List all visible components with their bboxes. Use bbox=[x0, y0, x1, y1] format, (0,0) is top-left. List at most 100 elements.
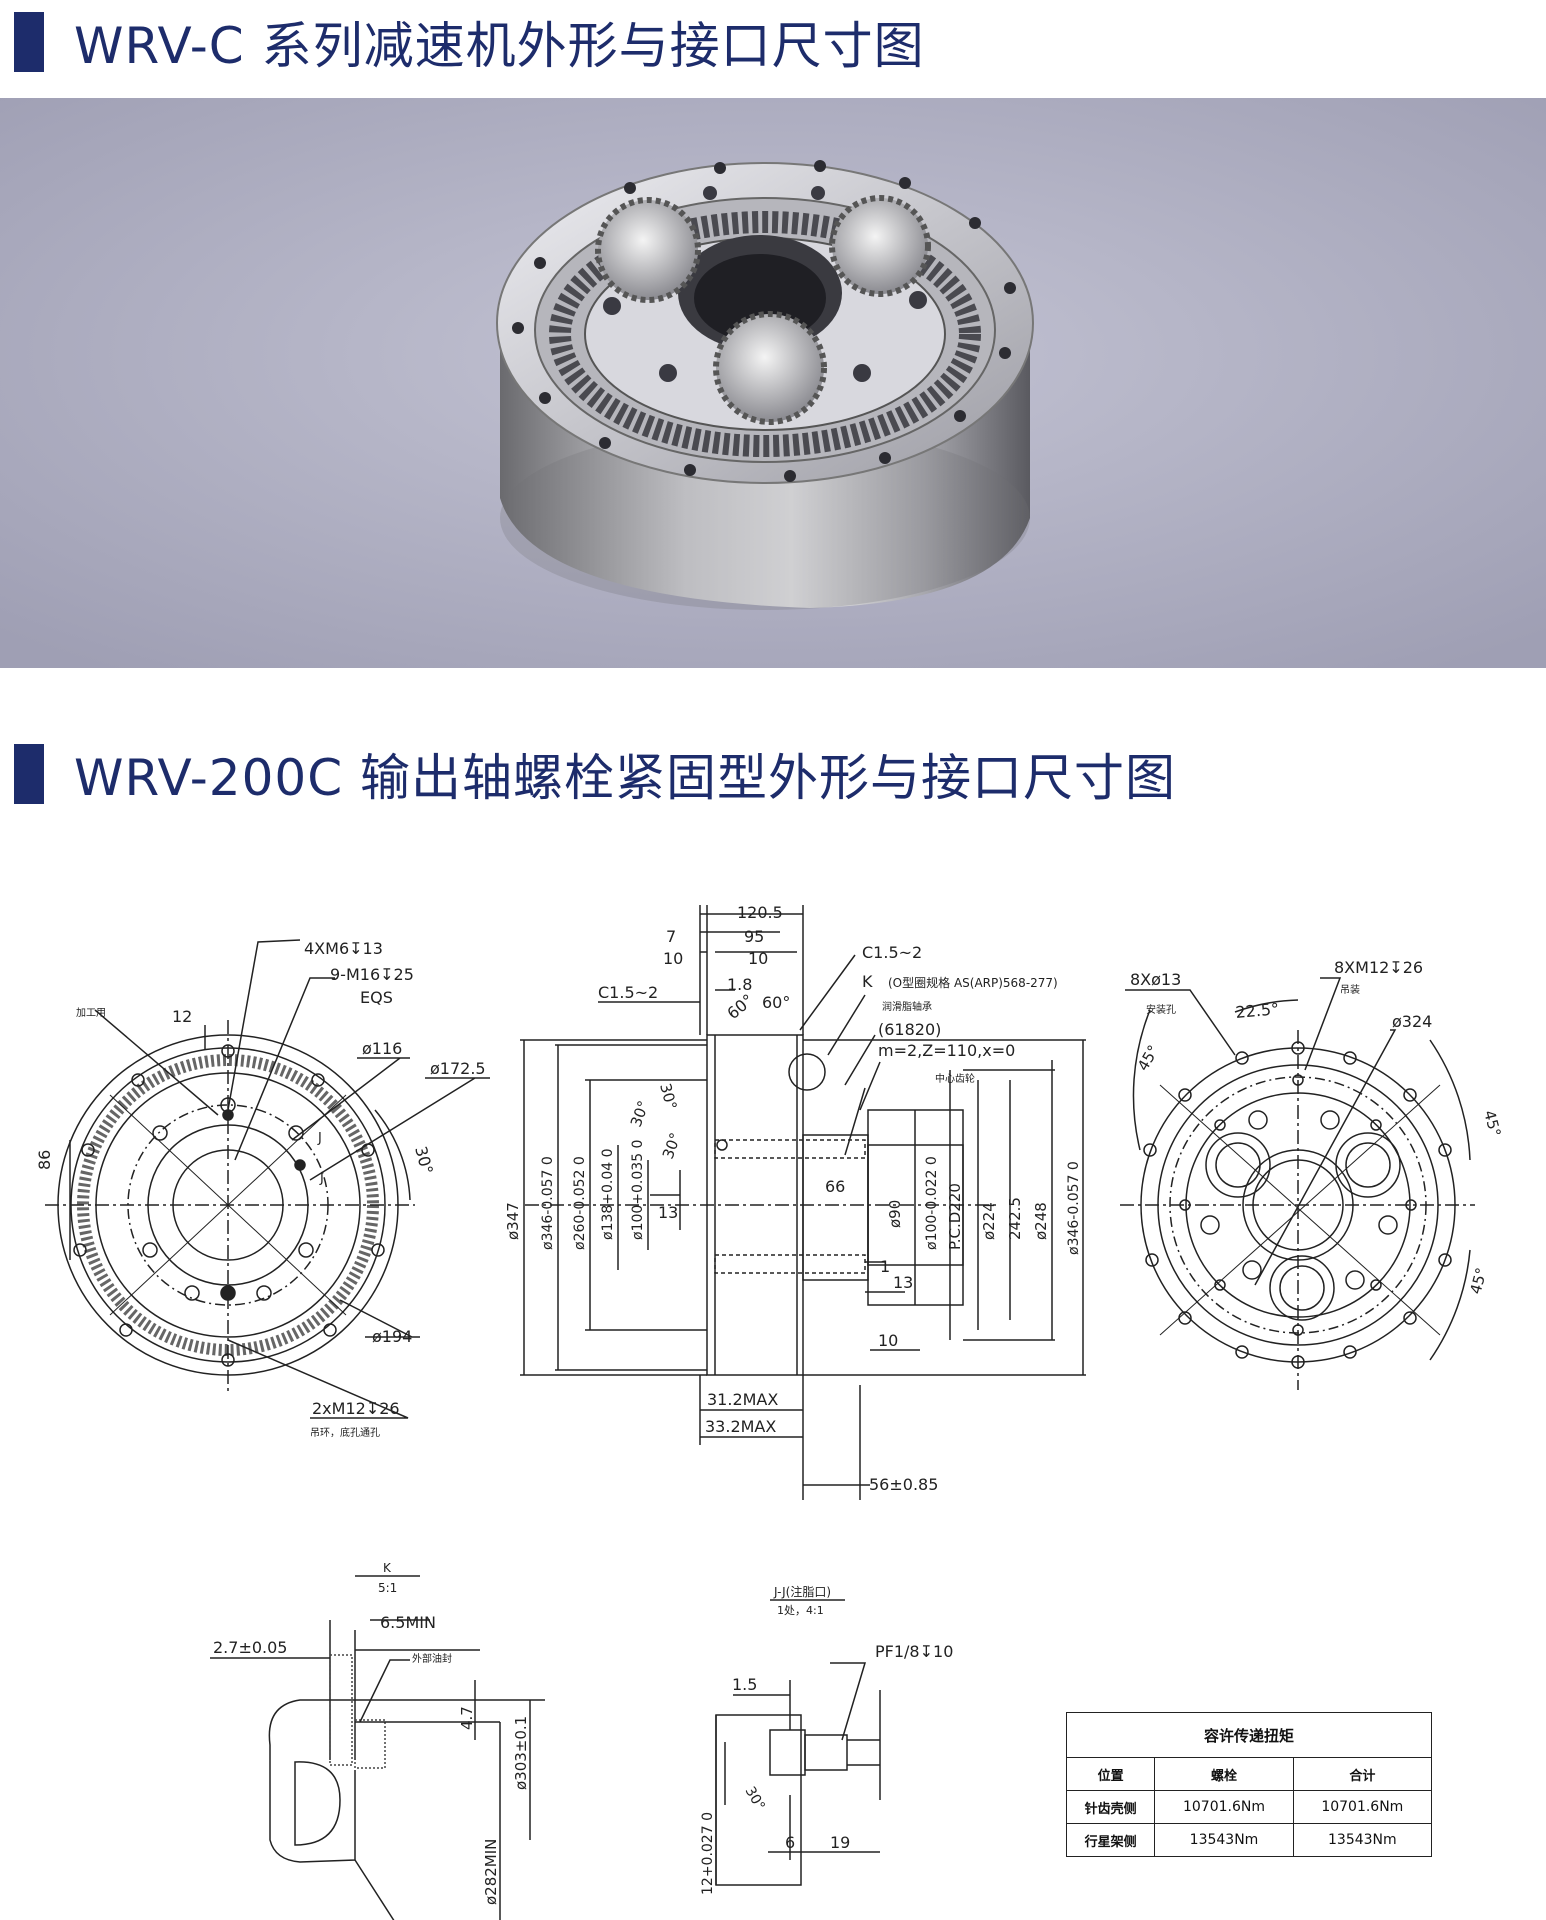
table-cell: 10701.6Nm bbox=[1292, 1790, 1433, 1824]
label: 5:1 bbox=[378, 1581, 397, 1595]
label: C1.5~2 bbox=[862, 943, 922, 962]
label: 60° bbox=[762, 993, 790, 1012]
label: J bbox=[319, 1171, 324, 1186]
table-caption: 容许传递扭矩 bbox=[1066, 1712, 1432, 1758]
label: ø138+0.04 0 bbox=[600, 1148, 616, 1240]
label: K bbox=[383, 1561, 392, 1575]
torque-table: 容许传递扭矩 位置 螺栓 合计 针齿壳侧 10701.6Nm 10701.6Nm… bbox=[1065, 1712, 1433, 1857]
section-title-2-text: WRV-200C 输出轴螺栓紧固型外形与接口尺寸图 bbox=[74, 749, 1177, 807]
label: ø282MIN bbox=[482, 1839, 500, 1905]
title-bar-accent bbox=[14, 744, 44, 804]
label: 120.5 bbox=[737, 903, 783, 922]
label: 2.7±0.05 bbox=[213, 1638, 287, 1657]
section-title-1-text: WRV-C 系列减速机外形与接口尺寸图 bbox=[74, 17, 925, 75]
label: 10 bbox=[878, 1331, 898, 1350]
section-title-2: WRV-200C 输出轴螺栓紧固型外形与接口尺寸图 bbox=[14, 744, 1176, 807]
label: ø224 bbox=[980, 1202, 998, 1240]
label: 86 bbox=[35, 1150, 54, 1170]
label: 33.2MAX bbox=[705, 1417, 776, 1436]
label: ø194 bbox=[372, 1327, 412, 1346]
label: P.C.D220 bbox=[946, 1183, 964, 1250]
label: 6.5MIN bbox=[380, 1613, 436, 1632]
table-cell: 10701.6Nm bbox=[1154, 1790, 1294, 1824]
label: 吊装 bbox=[1340, 983, 1360, 996]
label: 外部油封 bbox=[412, 1652, 452, 1665]
label: 31.2MAX bbox=[707, 1390, 778, 1409]
label: ø303±0.1 bbox=[512, 1716, 530, 1790]
label: 1 bbox=[880, 1257, 890, 1276]
label: 4XM6↧13 bbox=[304, 939, 383, 958]
table-cell: 13543Nm bbox=[1154, 1823, 1294, 1857]
title-bar-accent bbox=[14, 12, 44, 72]
label: 13 bbox=[893, 1273, 913, 1292]
label: 10 bbox=[748, 949, 768, 968]
label: (61820) bbox=[878, 1020, 941, 1039]
label: ø346-0.057 0 bbox=[1066, 1161, 1082, 1255]
label: 242.5 bbox=[1006, 1197, 1024, 1240]
label: ø172.5 bbox=[430, 1059, 486, 1078]
dimension-drawing: 4XM6↧13 9-M16↧25 EQS 加工用 12 ø116 ø172.5 … bbox=[35, 903, 1504, 1920]
table-header-cell: 位置 bbox=[1065, 1757, 1156, 1791]
label: 30° bbox=[659, 1130, 685, 1161]
label: ø324 bbox=[1392, 1012, 1432, 1031]
table-header-cell: 螺栓 bbox=[1154, 1757, 1294, 1791]
label: 1.8 bbox=[727, 975, 752, 994]
label: 12+0.027 0 bbox=[700, 1812, 716, 1895]
label: 8Xø13 bbox=[1130, 970, 1181, 989]
label: ø260-0.052 0 bbox=[572, 1156, 588, 1250]
table-row: 针齿壳侧 10701.6Nm 10701.6Nm bbox=[1065, 1790, 1433, 1824]
label: (O型圈规格 AS(ARP)568-277) bbox=[888, 975, 1058, 990]
detail-j-view bbox=[715, 1599, 881, 1886]
label: 45° bbox=[1466, 1266, 1490, 1296]
table-header-row: 位置 螺栓 合计 bbox=[1065, 1757, 1433, 1791]
label: 56±0.85 bbox=[869, 1475, 938, 1494]
table-caption-row: 容许传递扭矩 bbox=[1066, 1712, 1432, 1758]
label: 1处，4:1 bbox=[777, 1604, 824, 1617]
table-row: 行星架侧 13543Nm 13543Nm bbox=[1065, 1823, 1433, 1857]
label: 7 bbox=[666, 927, 676, 946]
label: ø347 bbox=[504, 1202, 522, 1240]
label: 6 bbox=[785, 1833, 795, 1852]
label: 30° bbox=[627, 1098, 653, 1129]
label: 45° bbox=[1480, 1108, 1504, 1138]
label: 95 bbox=[744, 927, 764, 946]
label: ø346-0.057 0 bbox=[540, 1156, 556, 1250]
label: ø90 bbox=[886, 1200, 904, 1228]
label: EQS bbox=[360, 988, 393, 1007]
label: 30° bbox=[742, 1784, 768, 1814]
label: 30° bbox=[656, 1081, 680, 1111]
label: PF1/8↧10 bbox=[875, 1642, 953, 1661]
label: 中心齿轮 bbox=[935, 1072, 975, 1085]
label: 安装孔 bbox=[1146, 1003, 1176, 1016]
label: ø100+0.035 0 bbox=[630, 1140, 646, 1240]
label: J bbox=[317, 1131, 322, 1146]
label: 加工用 bbox=[76, 1007, 106, 1019]
label: m=2,Z=110,x=0 bbox=[878, 1041, 1015, 1060]
reducer-product-photo bbox=[0, 98, 1546, 668]
label: 9-M16↧25 bbox=[330, 965, 414, 984]
right-rear-view bbox=[1120, 977, 1475, 1390]
left-front-view bbox=[45, 939, 490, 1419]
label: ø100-0.022 0 bbox=[924, 1156, 940, 1250]
label: 2xM12↧26 bbox=[312, 1399, 400, 1418]
label: 10 bbox=[663, 949, 683, 968]
table-cell: 13543Nm bbox=[1292, 1823, 1433, 1857]
middle-section-view bbox=[520, 905, 1086, 1500]
label: ø248 bbox=[1032, 1202, 1050, 1240]
label: 1.5 bbox=[732, 1675, 757, 1694]
label: 12 bbox=[172, 1007, 192, 1026]
label: 30° bbox=[411, 1144, 437, 1176]
label: 22.5° bbox=[1235, 999, 1280, 1022]
label: 13 bbox=[658, 1203, 678, 1222]
label: 4.7 bbox=[458, 1706, 476, 1730]
label: 润滑脂轴承 bbox=[882, 1000, 932, 1013]
section-title-1: WRV-C 系列减速机外形与接口尺寸图 bbox=[14, 12, 925, 75]
label: K bbox=[862, 972, 873, 991]
label: 19 bbox=[830, 1833, 850, 1852]
label: 8XM12↧26 bbox=[1334, 958, 1423, 977]
label: C1.5~2 bbox=[598, 983, 658, 1002]
table-cell: 针齿壳侧 bbox=[1065, 1790, 1156, 1824]
detail-k-view bbox=[210, 1575, 545, 1920]
label: J-J(注脂口) bbox=[773, 1584, 831, 1599]
table-header-cell: 合计 bbox=[1292, 1757, 1433, 1791]
